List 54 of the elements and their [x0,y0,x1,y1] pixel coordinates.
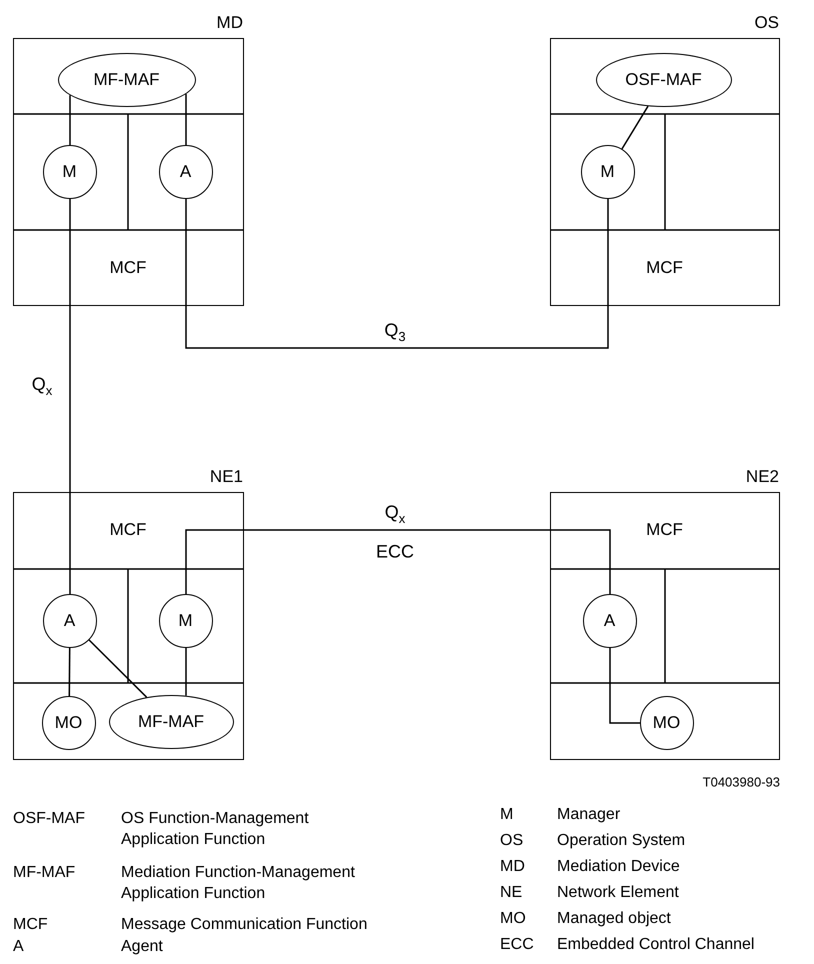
connector-line [88,639,148,698]
connector-line [69,199,71,594]
box-title: OS [754,13,779,33]
abbreviation-term: NE [500,883,522,903]
connector-line [68,648,70,696]
role-circle: M [580,144,634,198]
abbreviation-definition: Agent [121,937,163,957]
abbreviation-term: ECC [500,935,534,955]
connector-line [621,106,649,150]
abbreviation-term: A [13,937,24,957]
abbreviation-definition: Embedded Control Channel [557,935,754,955]
function-ellipse: MF-MAF [58,52,196,106]
box-title: NE1 [210,467,243,487]
function-label: MCF [646,258,683,278]
abbreviation-term: M [500,805,514,825]
connector-line [185,94,187,145]
abbreviation-term: OS [500,831,524,851]
connector-line [69,95,71,145]
function-ellipse: MF-MAF [108,694,234,748]
abbreviation-term: MCF [13,915,48,935]
edge-label: Q$_{3}$ [382,320,408,344]
connector-line [609,648,640,724]
function-label: MCF [110,520,146,540]
role-circle: MO [640,696,694,750]
role-circle: A [158,144,212,198]
edge-label: Q$_{x}$ [382,502,408,526]
abbreviation-definition: Network Element [557,883,679,903]
connector-line [185,648,187,696]
abbreviation-term: MO [500,909,526,929]
function-ellipse: OSF-MAF [596,52,732,106]
figure-number: T0403980-93 [702,774,780,792]
abbreviation-definition: Mediation Device [557,857,680,877]
abbreviation-definition: Message Communication Function [121,915,368,935]
abbreviation-definition: Manager [557,805,620,825]
edge-label: Q$_{x}$ [30,374,54,398]
abbreviation-term: MF-MAF [13,863,76,883]
abbreviation-definition: Managed object [557,909,671,929]
role-circle: A [42,594,96,648]
role-circle: MO [42,696,96,750]
box-title: NE2 [746,467,779,487]
box-title: MD [216,13,243,33]
channel-label: ECC [376,542,414,562]
abbreviation-definition: Mediation Function-Management Application Function [121,863,356,904]
abbreviation-term: MD [500,857,525,877]
connector-line [185,529,611,594]
abbreviation-definition: OS Function-Management Application Function [121,809,310,850]
connector-line [185,199,609,349]
role-circle: M [42,144,96,198]
abbreviation-term: OSF-MAF [13,809,85,829]
function-label: MCF [646,520,683,540]
function-label: MCF [110,258,146,278]
role-circle: A [582,594,636,648]
role-circle: M [158,594,212,648]
abbreviation-definition: Operation System [557,831,686,851]
